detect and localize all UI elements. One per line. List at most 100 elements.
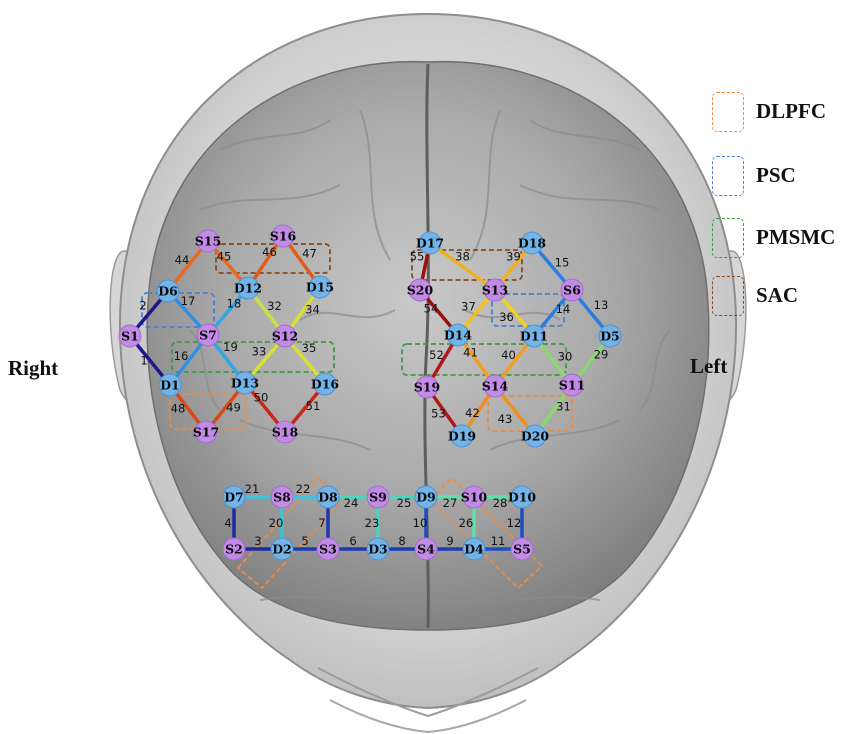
optode-s7: S7 xyxy=(196,323,220,347)
optode-s16: S16 xyxy=(270,224,297,248)
channel-19-label: 19 xyxy=(223,340,238,354)
optode-s19: S19 xyxy=(414,375,440,399)
channel-12-label: 12 xyxy=(507,516,522,530)
channel-50-label: 50 xyxy=(254,391,269,405)
optode-d7: D7 xyxy=(222,485,246,509)
optode-d12-label: D12 xyxy=(234,281,262,296)
legend-item-pmsmc: PMSMC xyxy=(712,218,852,258)
optode-s9-marker xyxy=(366,485,390,509)
optode-d16-label: D16 xyxy=(311,377,340,392)
channel-47-label: 47 xyxy=(302,247,317,261)
optode-d7-label: D7 xyxy=(224,490,244,505)
legend-swatch-dlpfc xyxy=(712,92,744,132)
optode-d14-marker xyxy=(446,323,470,347)
legend-swatch-psc xyxy=(712,156,744,196)
optode-s5-marker xyxy=(510,537,534,561)
optode-d12: D12 xyxy=(234,276,262,300)
optode-s17-label: S17 xyxy=(193,425,219,440)
optode-d14-label: D14 xyxy=(444,328,473,343)
channel-34-label: 34 xyxy=(305,303,320,317)
optode-d4: D4 xyxy=(462,537,486,561)
channel-24-label: 24 xyxy=(344,496,359,510)
legend-label-sac: SAC xyxy=(756,283,799,307)
channel-7-label: 7 xyxy=(318,516,325,530)
legend-swatch-pmsmc xyxy=(712,218,744,258)
optode-s20-marker xyxy=(408,278,432,302)
channel-10-label: 10 xyxy=(413,516,428,530)
optode-s4: S4 xyxy=(414,537,438,561)
optode-s2-label: S2 xyxy=(225,542,243,557)
legend-label-psc: PSC xyxy=(756,163,796,187)
optode-d11-label: D11 xyxy=(520,329,548,344)
channel-3-label: 3 xyxy=(254,534,261,548)
legend-item-dlpfc: DLPFC xyxy=(712,92,852,132)
legend-item-psc: PSC xyxy=(712,156,852,196)
optode-d5: D5 xyxy=(598,324,622,348)
optode-d16-marker xyxy=(313,372,337,396)
optode-s13: S13 xyxy=(482,278,508,302)
legend-item-sac: SAC xyxy=(712,276,852,316)
channel-45-label: 45 xyxy=(217,250,232,264)
optode-d4-marker xyxy=(462,537,486,561)
optode-d14: D14 xyxy=(444,323,473,347)
channel-17-label: 17 xyxy=(181,294,196,308)
optode-s3: S3 xyxy=(316,537,340,561)
channel-13-label: 13 xyxy=(594,298,609,312)
optode-d10: D10 xyxy=(508,485,537,509)
region-dlpfc-occipital-left xyxy=(428,476,544,590)
optode-d5-marker xyxy=(598,324,622,348)
optode-s8-marker xyxy=(270,485,294,509)
channel-26-label: 26 xyxy=(459,516,474,530)
channel-8-label: 8 xyxy=(398,534,405,548)
optode-s3-marker xyxy=(316,537,340,561)
optode-s11-marker xyxy=(560,373,584,397)
optode-s1: S1 xyxy=(118,324,142,348)
optode-d15: D15 xyxy=(306,275,334,299)
optode-d6-label: D6 xyxy=(158,284,178,299)
optode-s20-label: S20 xyxy=(407,283,434,298)
optode-d19-label: D19 xyxy=(448,429,476,444)
optode-s1-marker xyxy=(118,324,142,348)
optode-s2: S2 xyxy=(222,537,246,561)
optode-s8-label: S8 xyxy=(273,490,291,505)
optode-s17: S17 xyxy=(193,420,219,444)
channel-49-label: 49 xyxy=(226,401,241,415)
region-pmsmc-left xyxy=(401,343,567,376)
optode-d19: D19 xyxy=(448,424,476,448)
optode-s9-label: S9 xyxy=(369,490,387,505)
channel-40-label: 40 xyxy=(501,348,516,362)
optode-s11: S11 xyxy=(559,373,585,397)
optode-d18-label: D18 xyxy=(518,236,547,251)
channel-52-label: 52 xyxy=(429,348,444,362)
optode-d9-label: D9 xyxy=(416,490,436,505)
optode-d9-marker xyxy=(414,485,438,509)
optode-d9: D9 xyxy=(414,485,438,509)
optode-d12-marker xyxy=(236,276,260,300)
optode-d3-label: D3 xyxy=(368,542,388,557)
region-pmsmc-right xyxy=(171,341,335,373)
optode-d17-label: D17 xyxy=(416,236,444,251)
optode-s5-label: S5 xyxy=(513,542,531,557)
optode-s16-label: S16 xyxy=(270,229,297,244)
optode-s13-label: S13 xyxy=(482,283,508,298)
optode-d1-marker xyxy=(158,373,182,397)
channel-21-label: 21 xyxy=(245,482,260,496)
optode-s12-marker xyxy=(273,324,297,348)
channel-38-line xyxy=(428,241,497,292)
optode-d18: D18 xyxy=(518,231,547,255)
channel-28-label: 28 xyxy=(493,496,508,510)
optode-d10-label: D10 xyxy=(508,490,537,505)
optode-d19-marker xyxy=(450,424,474,448)
optode-s20: S20 xyxy=(407,278,434,302)
optode-d11: D11 xyxy=(520,324,548,348)
optode-s14-marker xyxy=(483,374,507,398)
optode-s13-marker xyxy=(483,278,507,302)
channel-25-label: 25 xyxy=(397,496,412,510)
channel-35-label: 35 xyxy=(302,341,317,355)
channel-5-label: 5 xyxy=(301,534,308,548)
channel-55-label: 55 xyxy=(410,250,425,264)
channel-29-label: 29 xyxy=(594,348,609,362)
right-side-label: Right xyxy=(8,356,59,380)
region-sac-left xyxy=(411,249,523,281)
optode-d11-marker xyxy=(522,324,546,348)
